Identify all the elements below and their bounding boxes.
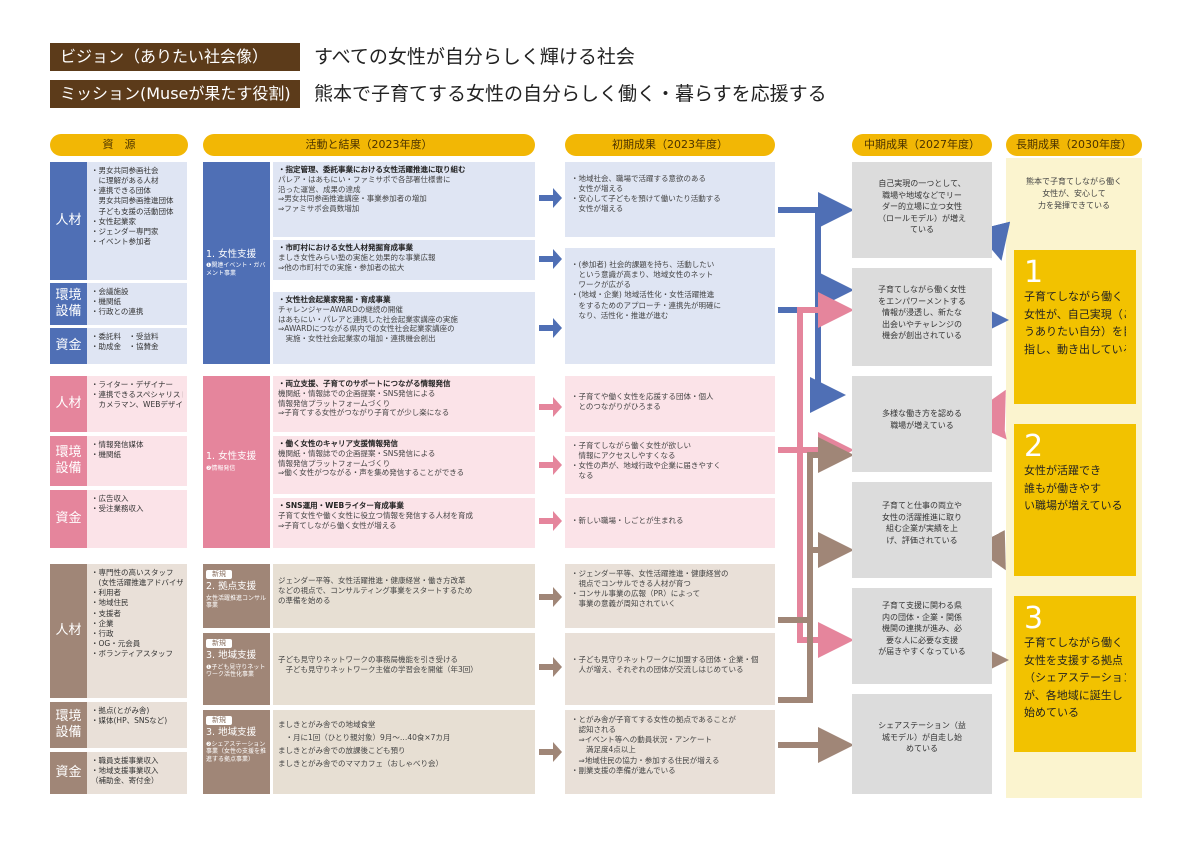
- medium-outcome-box: 子育て支援に関わる県内の団体・企業・関係機関の連携が進み、必要な人に必要な支援が…: [852, 588, 992, 684]
- resource-list-environment: ・拠点(とがみ舎)・媒体(HP、SNSなど): [87, 702, 187, 748]
- initial-outcome-box: ・ジェンダー平等、女性活躍推進・健康経営の 視点でコンサルできる人材が育つ・コン…: [565, 564, 775, 628]
- resource-label-human: 人材: [50, 162, 87, 280]
- initial-outcome-box: ・地域社会、職場で活躍する意欲のある 女性が増える・安心して子どもを預けて働いた…: [565, 162, 775, 237]
- connector-blue: [778, 192, 854, 413]
- medium-outcome-box: 多様な働き方を認める職場が増えている: [852, 376, 992, 472]
- initial-outcome-box: ・とがみ舎が子育てする女性の拠点であることが 認知される ⇒イベント等への動員状…: [565, 710, 775, 794]
- new-badge: 新規: [206, 716, 232, 725]
- activity-box: ましきとがみ舎での地域食堂 ・月に1回（ひとり親対象）9月〜…40食×7カ月まし…: [273, 710, 535, 794]
- initial-outcome-box: ・子育てや働く女性を応援する団体・個人 とのつながりがひろまる: [565, 376, 775, 432]
- resource-list-funds: ・広告収入・受注業務収入: [87, 490, 187, 548]
- resource-label-environment: 環境 設備: [50, 436, 87, 486]
- activity-box: ・両立支援、子育てのサポートにつながる情報発信 機関紙・情報誌での企画提案・SN…: [273, 376, 535, 432]
- activity-box: 子ども見守りネットワークの事務局機能を引き受ける 子ども見守りネットワーク主催の…: [273, 633, 535, 705]
- resource-list-human: ・ライター・デザイナー・連携できるスペシャリスト カメラマン、WEBデザイナー: [87, 376, 187, 432]
- resource-label-environment: 環境 設備: [50, 283, 87, 325]
- vision-text: すべての女性が自分らしく輝ける社会: [314, 46, 635, 68]
- resource-list-human: ・男女共同参画社会 に理解がある人材・連携できる団体 男女共同参画推進団体 子ど…: [87, 162, 187, 280]
- long-outcome-3: 3 子育てしながら働く女性を支援する拠点（シェアステーション）が、各地域に誕生し…: [1014, 596, 1136, 752]
- long-outcome-1: 1 子育てしながら働く女性が、自己実現（こうありたい自分）を目指し、動き出してい…: [1014, 250, 1136, 404]
- connector-brown: [778, 437, 854, 763]
- activity-box: ・SNS運用・WEBライター育成事業 子育て女性や働く女性に役立つ情報を発信する…: [273, 498, 535, 548]
- initial-outcome-box: ・子育てしながら働く女性が欲しい 情報にアクセスしやすくなる・女性の声が、地域行…: [565, 436, 775, 494]
- connector-long: [970, 221, 1011, 678]
- medium-outcome-box: 自己実現の一つとして、職場や地域などでリーダー的立場に立つ女性（ロールモデル）が…: [852, 162, 992, 258]
- mission-text: 熊本で子育てする女性の自分らしく働く・暮らすを応援する: [314, 83, 827, 105]
- resource-label-human: 人材: [50, 376, 87, 432]
- column-header-initial: 初期成果（2023年度）: [565, 134, 775, 156]
- column-header-resources: 資 源: [50, 134, 188, 156]
- vision-label: ビジョン（ありたい社会像）: [50, 43, 300, 71]
- medium-outcome-box: 子育てと仕事の両立や女性の活躍推進に取り組む企業が実績を上げ、評価されている: [852, 482, 992, 578]
- activity-box: ・市町村における女性人材発掘育成事業 ましき女性みらい塾の実施と効果的な事業広報…: [273, 240, 535, 280]
- resource-label-human: 人材: [50, 564, 87, 698]
- new-badge: 新規: [206, 570, 232, 579]
- resource-label-funds: 資金: [50, 328, 87, 364]
- resource-list-environment: ・会議施設・機関紙・行政との連携: [87, 283, 187, 325]
- activity-box: ジェンダー平等、女性活躍推進・健康経営・働き方改革などの視点で、コンサルティング…: [273, 564, 535, 628]
- column-header-medium: 中期成果（2027年度）: [852, 134, 992, 156]
- resource-list-funds: ・委託料 ・受益料・助成金 ・協賛金: [87, 328, 187, 364]
- activity-box: ・指定管理、委託事業における女性活躍推進に取り組む パレア・はあもにい・ファミサ…: [273, 162, 535, 237]
- initial-outcome-box: ・(参加者) 社会的課題を持ち、活動したい という意識が高まり、地域女性のネット…: [565, 248, 775, 364]
- resource-label-environment: 環境 設備: [50, 702, 87, 748]
- initial-outcome-box: ・子ども見守りネットワークに加盟する団体・企業・個 人が増え、それぞれの団体が交…: [565, 633, 775, 705]
- arrow-icon: [539, 188, 562, 762]
- activity-box: ・働く女性のキャリア支援情報発信 機関紙・情報誌での企画提案・SNS発信による情…: [273, 436, 535, 494]
- mission-label: ミッション(Museが果たす役割): [50, 80, 300, 108]
- resource-label-funds: 資金: [50, 752, 87, 794]
- new-badge: 新規: [206, 639, 232, 648]
- medium-outcome-box: 子育てしながら働く女性をエンパワーメントする情報が浸透し、新たな出会いやチャレン…: [852, 268, 992, 366]
- resource-list-human: ・専門性の高いスタッフ (女性活躍推進アドバイザー)・利用者・地域住民・支援者・…: [87, 564, 187, 698]
- initial-outcome-box: ・新しい職場・しごとが生まれる: [565, 498, 775, 548]
- resource-label-funds: 資金: [50, 490, 87, 548]
- medium-outcome-box: シェアステーション（益城モデル）が自走し始めている: [852, 694, 992, 794]
- resource-list-environment: ・情報発信媒体・機関紙: [87, 436, 187, 486]
- column-header-activities: 活動と結果（2023年度）: [203, 134, 535, 156]
- activity-box: ・女性社会起業家発掘・育成事業 チャレンジャーAWARDの継続の開催はあもにい・…: [273, 292, 535, 364]
- long-intro: 熊本で子育てしながら働く女性が、安心して力を発揮できている: [1026, 177, 1122, 210]
- column-header-long: 長期成果（2030年度）: [1006, 134, 1142, 156]
- long-outcome-2: 2 女性が活躍でき誰もが働きやすい職場が増えている: [1014, 424, 1136, 576]
- resource-list-funds: ・職員支援事業収入・地域支援事業収入（補助金、寄付金）: [87, 752, 187, 794]
